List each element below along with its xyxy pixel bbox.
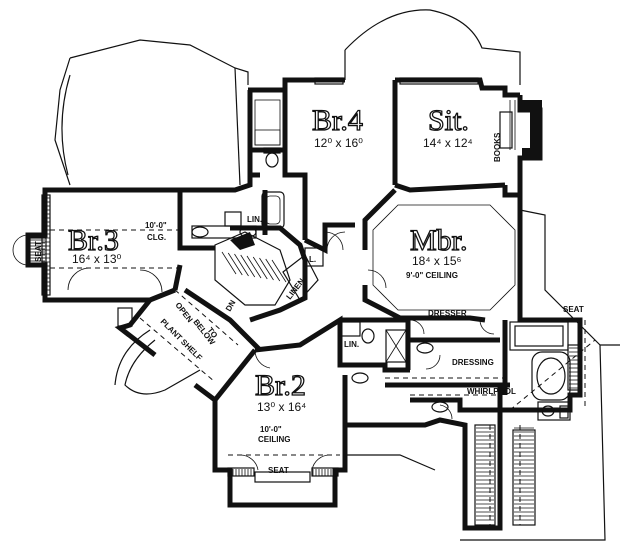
room-dims-br3: 16⁴ x 13⁰: [72, 252, 122, 266]
stair-tread: [240, 254, 256, 278]
fireplace: [499, 100, 542, 158]
room-dims-br4: 12⁰ x 16⁰: [314, 136, 363, 150]
room-dims-mbr: 18⁴ x 15⁶: [412, 254, 462, 268]
bay-window: [114, 329, 201, 395]
room-name-mbr: Mbr.: [410, 224, 468, 257]
stair-tread: [234, 253, 249, 277]
ceiling-br2-line2: CEILING: [258, 435, 290, 444]
hatch-ticks: [30, 197, 579, 521]
stair-tread: [252, 256, 268, 280]
ceiling-br3-line2: CLG.: [147, 233, 166, 242]
window-bands: [29, 77, 581, 526]
stair-tread: [246, 255, 262, 279]
upper-bath: [191, 147, 285, 239]
ceiling-mbr: 9'-0" CEILING: [406, 271, 458, 280]
label-dn: DN: [224, 298, 238, 313]
dashed-lines: [50, 229, 596, 525]
interior-walls: [172, 80, 510, 425]
doors: [12, 231, 495, 471]
room-name-br3: Br.3: [68, 224, 119, 257]
stair-tread: [271, 259, 287, 283]
staircase: [214, 231, 291, 306]
stair-tread: [221, 251, 237, 275]
label-lin-upper: LIN.: [247, 215, 262, 224]
stair-tread: [265, 258, 281, 282]
lower-bath: [339, 321, 449, 413]
label-lin-lower: LIN.: [344, 340, 359, 349]
room-dims-sit: 14⁴ x 12⁴: [423, 136, 473, 150]
label-l: L.: [309, 255, 316, 264]
label-seat-right: SEAT: [563, 305, 584, 314]
room-name-br4: Br.4: [312, 104, 363, 137]
label-books: BOOKS: [493, 132, 502, 162]
room-dims-br2: 13⁰ x 16⁴: [257, 400, 306, 414]
room-labels: Br.4 12⁰ x 16⁰ Sit. 14⁴ x 12⁴ Br.3 16⁴ x…: [67, 103, 473, 444]
linen-closet: [282, 247, 324, 302]
mbr-ceiling-octagon: [372, 204, 516, 311]
label-dresser: DRESSER: [428, 309, 467, 318]
ceiling-br2-line1: 10'-0": [260, 425, 282, 434]
ceiling-br3-line1: 10'-0": [145, 221, 167, 230]
stair-tread: [259, 257, 274, 281]
label-seat-bottom: SEAT: [268, 466, 289, 475]
label-seat-left: SEAT: [34, 241, 43, 262]
room-name-br2: Br.2: [255, 369, 306, 402]
label-dressing: DRESSING: [452, 358, 494, 367]
stair-tread: [227, 252, 243, 276]
label-whirlpool: WHIRLPOOL: [467, 387, 516, 396]
master-bath: [509, 320, 586, 421]
room-name-sit: Sit.: [428, 104, 469, 137]
closets: [254, 99, 516, 150]
